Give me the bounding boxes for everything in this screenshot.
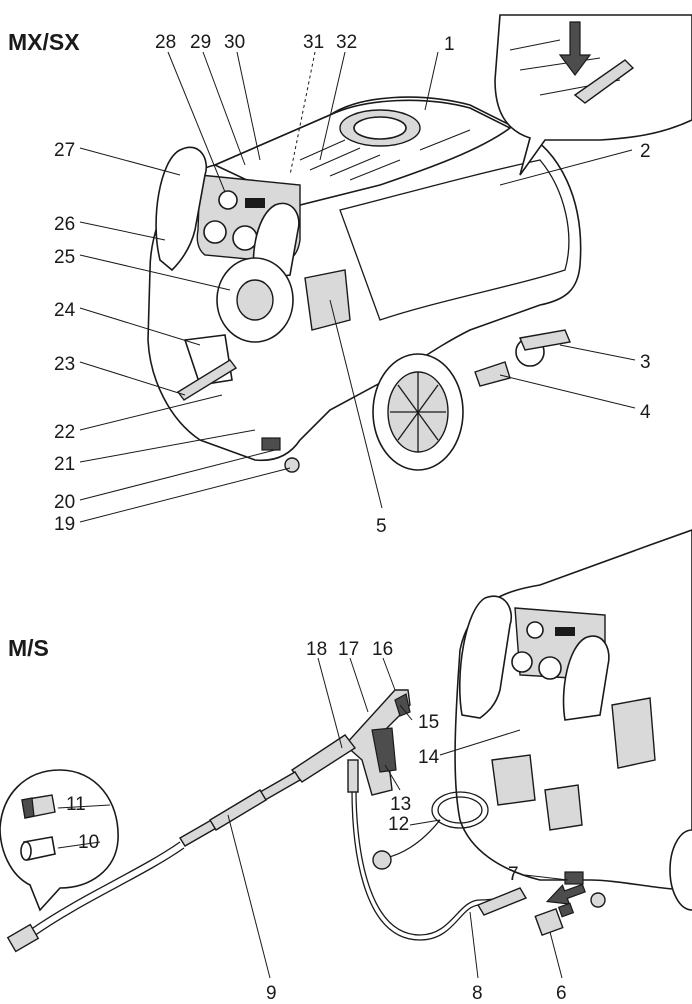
power-plug bbox=[372, 850, 392, 870]
indicator-lamp-ms bbox=[526, 621, 544, 639]
push-handle-ms-right bbox=[562, 635, 610, 721]
callout-11: 11 bbox=[66, 794, 86, 815]
temperature-knob-ms bbox=[538, 656, 562, 680]
callout-17: 17 bbox=[338, 639, 359, 660]
callout-1: 1 bbox=[444, 34, 455, 55]
callout-15: 15 bbox=[418, 712, 439, 733]
hose-coil bbox=[431, 791, 489, 829]
callout-2: 2 bbox=[640, 141, 651, 162]
callout-30: 30 bbox=[224, 32, 245, 53]
callout-16: 16 bbox=[372, 639, 393, 660]
spray-lance bbox=[6, 734, 357, 953]
callout-4: 4 bbox=[640, 402, 651, 423]
gun-hose-swivel bbox=[347, 759, 359, 793]
lance-nozzle bbox=[6, 923, 40, 953]
lance-handle bbox=[209, 789, 267, 831]
foot-step bbox=[474, 361, 511, 387]
hose-nut bbox=[476, 887, 528, 916]
nozzle-detail-inset bbox=[0, 769, 119, 912]
machine-mx-sx bbox=[147, 96, 582, 473]
water-inlet-parts bbox=[534, 883, 586, 937]
water-inlet-ms bbox=[590, 892, 606, 908]
callout-5: 5 bbox=[376, 516, 387, 537]
callout-labels: 1 2 3 4 5 6 7 8 9 10 11 12 13 14 15 16 1… bbox=[54, 32, 651, 1004]
leader-lines bbox=[57, 51, 636, 979]
display-ms bbox=[555, 627, 575, 636]
callout-21: 21 bbox=[54, 454, 75, 475]
detail-lance bbox=[573, 59, 635, 104]
callout-12: 12 bbox=[388, 814, 409, 835]
wheel-ms bbox=[669, 829, 692, 911]
push-handle bbox=[155, 146, 207, 272]
leader-line-31 bbox=[289, 51, 316, 176]
tank-cap-inner bbox=[353, 116, 407, 140]
callout-27: 27 bbox=[54, 140, 75, 161]
wheel-spokes bbox=[390, 372, 446, 452]
indicator-lamp bbox=[218, 190, 238, 210]
detergent-canister bbox=[304, 269, 351, 331]
callout-32: 32 bbox=[336, 32, 357, 53]
callout-14: 14 bbox=[418, 747, 440, 768]
hose-reel-hub bbox=[236, 279, 274, 321]
callout-26: 26 bbox=[54, 214, 75, 235]
trigger-gun bbox=[344, 689, 411, 796]
callout-10: 10 bbox=[78, 832, 99, 853]
callout-24: 24 bbox=[54, 300, 76, 321]
pressure-knob-ms bbox=[511, 651, 533, 673]
detergent-canister-ms bbox=[611, 697, 656, 769]
inlet-filter bbox=[557, 902, 575, 918]
water-inlet bbox=[284, 457, 300, 473]
nozzle-detail-bubble bbox=[0, 769, 119, 912]
callout-13: 13 bbox=[390, 794, 411, 815]
connector-box bbox=[261, 437, 281, 451]
lance-pipe bbox=[29, 841, 181, 931]
hose-coupling bbox=[534, 907, 564, 937]
callout-23: 23 bbox=[54, 354, 75, 375]
callout-3: 3 bbox=[640, 352, 651, 373]
gun-trigger bbox=[371, 727, 397, 773]
callout-7: 7 bbox=[508, 864, 519, 885]
callout-22: 22 bbox=[54, 422, 75, 443]
callout-20: 20 bbox=[54, 492, 75, 513]
side-panel bbox=[339, 159, 570, 321]
detail-inset-top bbox=[494, 14, 692, 176]
section-title-m-s: M/S bbox=[8, 635, 49, 661]
lance-stub bbox=[176, 359, 238, 401]
push-handle-ms bbox=[459, 595, 512, 719]
parking-brake bbox=[519, 329, 571, 351]
lance-grip bbox=[290, 734, 357, 783]
gun-holder-ms-right bbox=[544, 784, 583, 831]
hose-coil-inner bbox=[437, 796, 483, 824]
callout-25: 25 bbox=[54, 247, 75, 268]
callout-28: 28 bbox=[155, 32, 176, 53]
callout-8: 8 bbox=[472, 983, 483, 1004]
pressure-knob bbox=[203, 220, 227, 244]
machine-m-s bbox=[372, 529, 692, 911]
connector-box-ms bbox=[564, 871, 584, 885]
machine-lid bbox=[213, 99, 512, 206]
section-title-mx-sx: MX/SX bbox=[8, 29, 80, 55]
callout-29: 29 bbox=[190, 32, 211, 53]
callout-19: 19 bbox=[54, 514, 75, 535]
lid-vents bbox=[299, 129, 471, 181]
callout-6: 6 bbox=[556, 983, 567, 1004]
callout-18: 18 bbox=[306, 639, 327, 660]
nozzle-10-face bbox=[20, 841, 32, 861]
callout-31: 31 bbox=[303, 32, 324, 53]
callout-9: 9 bbox=[266, 983, 277, 1004]
temperature-knob bbox=[232, 225, 258, 251]
display bbox=[245, 198, 265, 208]
arrow-down-icon bbox=[558, 21, 592, 76]
gun-holder-ms-left bbox=[491, 754, 536, 806]
gun-safety-lever bbox=[394, 693, 411, 717]
